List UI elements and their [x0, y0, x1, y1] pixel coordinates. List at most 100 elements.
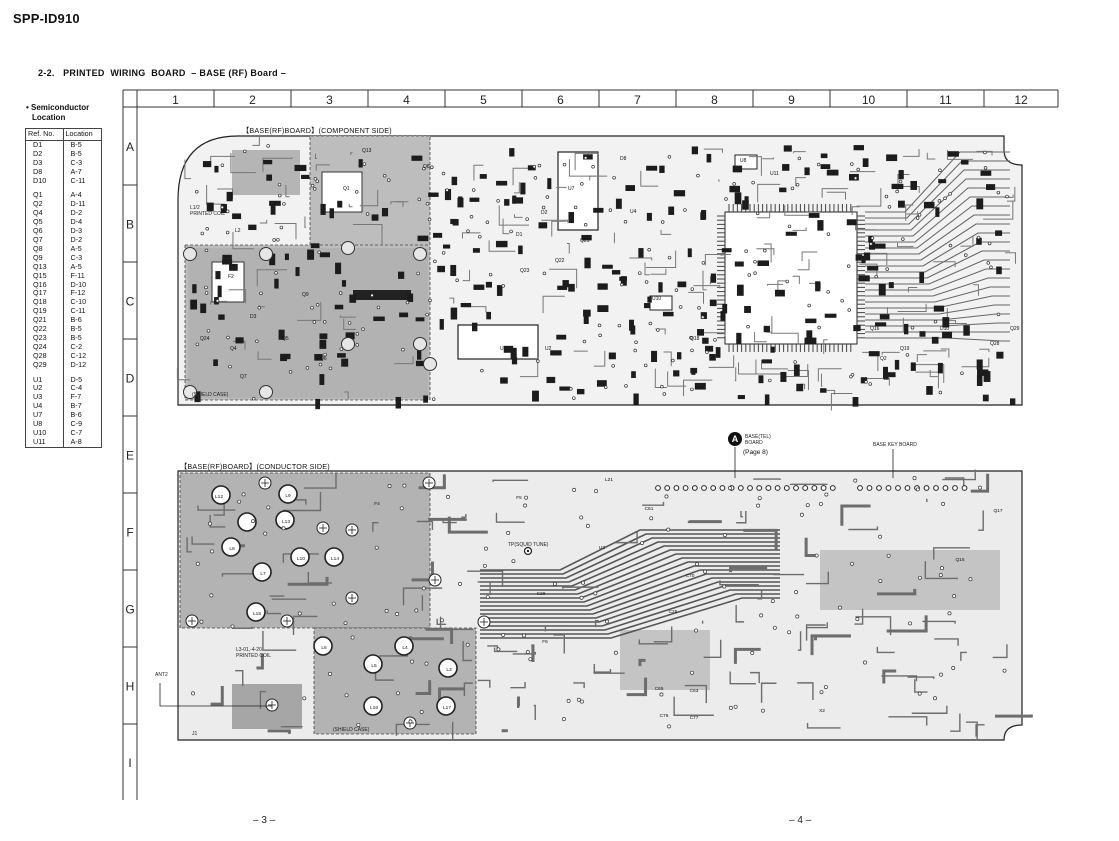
via — [414, 608, 419, 613]
copper-trace — [792, 227, 807, 231]
base-key-board-label: BASE KEY BOARD — [873, 442, 917, 448]
location-cell: D-2 — [62, 235, 102, 245]
copper-trace — [673, 696, 714, 716]
via — [878, 534, 882, 539]
ground-fill — [820, 550, 1000, 610]
conductor-part-label: L9 — [285, 493, 291, 499]
smd-part — [942, 331, 953, 339]
smd-part — [620, 276, 627, 286]
connector-badge-a: A — [728, 432, 742, 446]
ref-no-cell: Q2 — [33, 199, 43, 209]
via — [305, 366, 310, 370]
location-cell: C-7 — [62, 428, 102, 438]
smd-part — [511, 357, 518, 365]
bus-trace — [865, 223, 1010, 261]
bus-trace — [480, 585, 780, 627]
via — [266, 505, 271, 510]
connector-pin — [811, 485, 818, 491]
copper-trace — [979, 348, 990, 353]
smd-part — [651, 350, 658, 363]
copper-trace — [650, 268, 667, 275]
copper-trace — [394, 356, 414, 365]
smd-part — [496, 285, 503, 296]
copper-trace — [428, 517, 467, 521]
via — [496, 647, 501, 652]
via — [915, 487, 920, 492]
copper-trace — [352, 223, 383, 245]
conductor-part-label: C63 — [690, 688, 699, 694]
copper-trace — [806, 722, 841, 729]
conductor-part-label: U3 — [599, 545, 605, 551]
via — [617, 323, 622, 328]
ref-no-cell: U2 — [33, 383, 43, 393]
grid-row-label: A — [126, 140, 134, 154]
smd-part — [411, 155, 423, 161]
copper-trace — [777, 280, 789, 291]
smd-part — [883, 373, 889, 380]
connector-pin — [952, 485, 958, 491]
via — [884, 194, 889, 199]
mounting-hole — [341, 241, 355, 255]
smd-part — [407, 293, 414, 303]
via — [594, 489, 599, 494]
copper-trace — [970, 473, 990, 493]
location-cell: C-11 — [62, 306, 102, 317]
conductor-shield-case-label: (SHIELD CASE) — [333, 727, 370, 733]
via — [339, 347, 344, 351]
smd-part — [673, 370, 680, 377]
copper-trace — [498, 205, 530, 226]
copper-trace — [797, 259, 810, 271]
via — [853, 478, 858, 483]
copper-trace — [350, 152, 353, 155]
via — [638, 271, 642, 275]
via — [552, 581, 557, 586]
via — [898, 179, 903, 184]
smd-part — [222, 258, 233, 265]
bus-trace — [480, 557, 780, 599]
smd-part — [742, 200, 749, 210]
smd-part — [935, 207, 940, 217]
via — [799, 512, 804, 517]
component-part-label: U2 — [545, 346, 552, 352]
via — [276, 237, 280, 242]
via — [523, 503, 528, 508]
via — [532, 164, 536, 169]
bus-trace — [865, 295, 1010, 309]
conductor-part-label: L15 — [253, 611, 261, 617]
smd-part — [736, 284, 744, 296]
copper-trace — [830, 392, 853, 411]
connector-pin — [942, 485, 949, 491]
copper-trace — [266, 610, 282, 615]
smd-part — [852, 397, 859, 407]
via — [387, 484, 392, 488]
smd-part — [783, 145, 792, 152]
via — [660, 220, 665, 224]
via — [206, 329, 211, 333]
copper-trace — [501, 729, 508, 733]
copper-trace — [259, 690, 267, 710]
mounting-hole — [413, 247, 427, 261]
copper-trace — [402, 587, 443, 606]
smd-part — [732, 165, 743, 173]
smd-part — [503, 345, 514, 353]
via — [939, 672, 943, 677]
connector-pin — [829, 485, 836, 491]
via — [365, 212, 370, 216]
smd-part — [235, 337, 244, 344]
ref-no-cell: U3 — [33, 392, 43, 402]
via — [978, 485, 983, 490]
via — [787, 630, 792, 635]
via — [624, 384, 628, 388]
via — [996, 190, 1001, 195]
smd-part — [263, 159, 273, 165]
via — [613, 650, 618, 655]
